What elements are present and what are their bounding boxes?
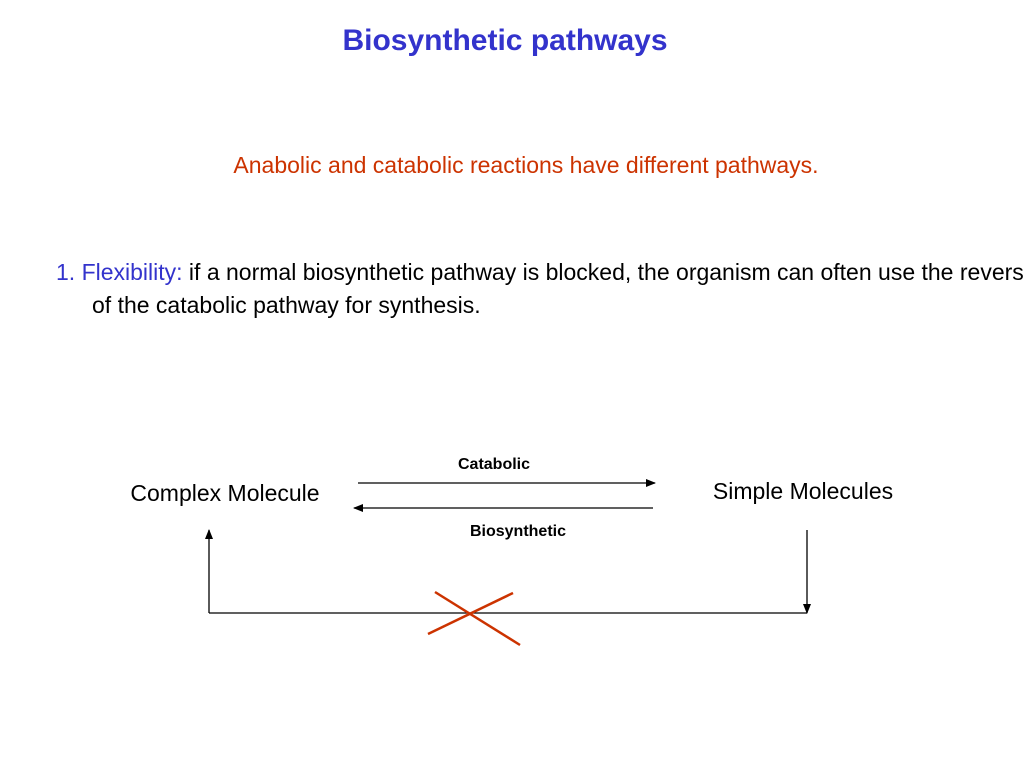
catabolic-label: Catabolic	[458, 456, 530, 473]
slide-subtitle: Anabolic and catabolic reactions have di…	[233, 152, 819, 178]
simple-molecules-label: Simple Molecules	[713, 478, 893, 504]
biosynthetic-label: Biosynthetic	[470, 523, 566, 540]
bullet-point-flexibility: 1. Flexibility: if a normal biosynthetic…	[56, 256, 1024, 322]
point-term: Flexibility	[81, 259, 177, 285]
blocked-cross-mark	[427, 590, 521, 647]
point-text: if a normal biosynthetic pathway is bloc…	[92, 259, 1024, 318]
point-number: 1.	[56, 259, 76, 285]
slide-title: Biosynthetic pathways	[342, 24, 668, 57]
complex-molecule-label: Complex Molecule	[130, 480, 319, 506]
point-colon: :	[176, 259, 183, 285]
